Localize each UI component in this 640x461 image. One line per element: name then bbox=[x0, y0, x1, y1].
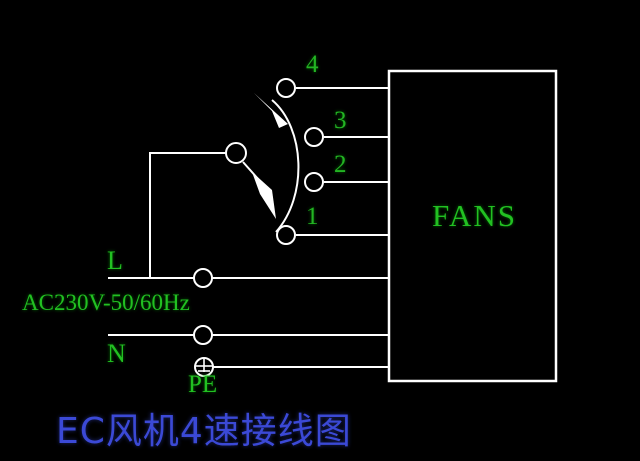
speed-label-2: 2 bbox=[334, 151, 347, 178]
fans-enclosure-box bbox=[387, 69, 558, 383]
supply-rating-label: AC230V-50/60Hz bbox=[22, 290, 190, 315]
speed-label-4: 4 bbox=[306, 51, 319, 78]
wire-L-branch-to-switch bbox=[149, 152, 236, 278]
neutral-terminal-node[interactable] bbox=[193, 325, 213, 345]
terminal-node-speed-1[interactable] bbox=[276, 225, 296, 245]
neutral-label-N: N bbox=[107, 339, 126, 368]
terminal-node-speed-3[interactable] bbox=[304, 127, 324, 147]
diagram-title: EC风机4速接线图 bbox=[56, 411, 352, 452]
terminal-node-speed-2[interactable] bbox=[304, 172, 324, 192]
switch-pivot-icon[interactable] bbox=[225, 142, 247, 164]
switch-blade-icon[interactable] bbox=[252, 172, 276, 219]
terminal-node-speed-4[interactable] bbox=[276, 78, 296, 98]
speed-label-3: 3 bbox=[334, 107, 347, 134]
line-terminal-node[interactable] bbox=[193, 268, 213, 288]
rotation-arc-arrow-icon bbox=[254, 93, 288, 128]
ground-label-PE: PE bbox=[188, 371, 218, 398]
fans-box-label: FANS bbox=[432, 198, 517, 233]
speed-label-1: 1 bbox=[306, 203, 319, 230]
line-label-L: L bbox=[107, 246, 123, 275]
rotation-arc-icon bbox=[271, 99, 300, 233]
